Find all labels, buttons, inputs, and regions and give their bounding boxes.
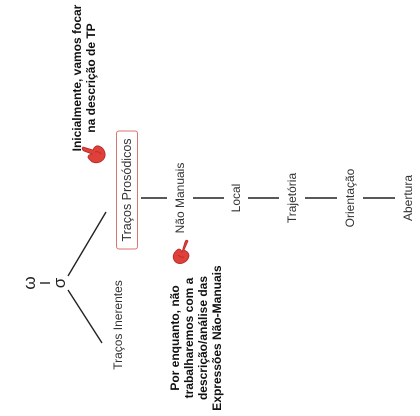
bottom-annotation-line-1: Por enquanto, não — [168, 285, 182, 391]
node-nao-manuais: Não Manuais — [173, 162, 187, 234]
bottom-annotation-line-2: trabalharemos com a — [182, 277, 196, 399]
node-trajetoria: Trajetória — [285, 172, 299, 224]
pointing-hand-icon — [81, 145, 106, 164]
top-annotation: Inicialmente, vamos focar na descrição d… — [70, 5, 98, 152]
node-orientacao: Orientação — [343, 168, 357, 228]
bottom-annotation-line-3: descrição/análise das — [196, 275, 210, 401]
bottom-annotation-line-4: Expressões Não-Manuais — [210, 265, 224, 411]
bottom-annotation: Por enquanto, não trabalharemos com a de… — [168, 265, 224, 410]
pointing-hand-icon — [172, 239, 190, 264]
node-abertura: Abertura — [401, 174, 415, 222]
sigma-symbol: σ — [50, 277, 69, 289]
branch-to-prosodicos — [67, 211, 107, 277]
top-annotation-line-1: Inicialmente, vamos focar — [70, 4, 84, 152]
top-annotation-line-2: na descrição de TP — [84, 23, 98, 133]
node-tracos-prosodicos: Traços Prosódicos — [116, 130, 138, 250]
branch-to-inerentes — [67, 289, 103, 344]
node-tracos-inerentes: Traços Inerentes — [111, 280, 125, 370]
node-local: Local — [229, 183, 243, 213]
omega-symbol: ω — [20, 276, 39, 290]
